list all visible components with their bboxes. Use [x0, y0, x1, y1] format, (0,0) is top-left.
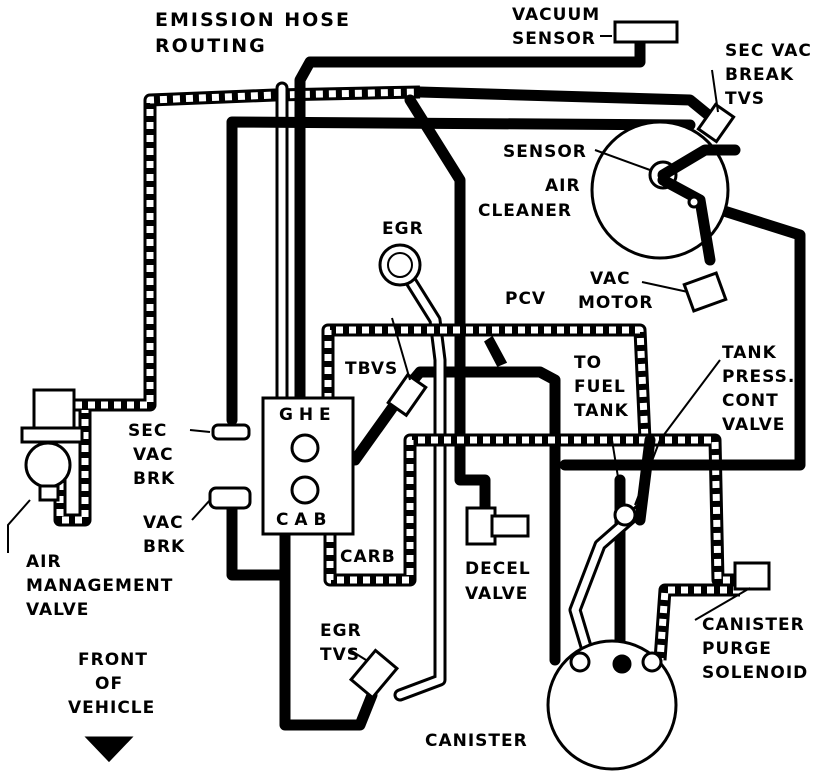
label-tbvs: TBVS: [345, 359, 398, 379]
label-vac-brk-1: VAC: [143, 513, 184, 533]
label-egr-tvs-1: EGR: [320, 621, 362, 641]
label-pcv: PCV: [505, 289, 546, 309]
egr-valve-inner: [387, 252, 413, 278]
leader-tbvs: [391, 317, 411, 381]
label-sensor: SENSOR: [503, 142, 587, 162]
label-decel-valve-1: DECEL: [465, 559, 531, 579]
label-sec-vac-brk-2: VAC: [133, 445, 174, 465]
carburetor-block: [261, 396, 355, 536]
label-tank-press-1: TANK: [722, 343, 777, 363]
leader-fuel-tank: [611, 439, 623, 503]
label-sec-vac-brk-1: SEC: [128, 421, 167, 441]
carb-ports-bottom: C A B: [276, 510, 326, 530]
label-decel-valve-2: VALVE: [465, 584, 528, 604]
hose-top-rail: [414, 86, 718, 124]
leader-vac-motor: [641, 281, 689, 293]
air-management-valve-body: [24, 441, 72, 489]
hose-air-management-loop: [53, 410, 92, 527]
canister-port-2: [612, 654, 632, 674]
canister-icon: [546, 639, 678, 771]
label-air-management-3: VALVE: [26, 600, 89, 620]
vac-motor-icon: [682, 271, 728, 313]
canister-port-1: [569, 651, 591, 673]
leader-sec-vac-break-tvs: [711, 69, 719, 113]
air-management-valve-flange: [20, 426, 84, 444]
air-cleaner-port: [687, 195, 701, 209]
sec-vac-break-tvs-icon: [696, 102, 736, 144]
canister-port-3: [641, 651, 663, 673]
label-vacuum-sensor-2: SENSOR: [512, 29, 596, 49]
decel-valve-outlet: [490, 514, 530, 538]
title-line-2: ROUTING: [155, 35, 267, 57]
egr-tvs-icon: [348, 648, 400, 700]
carb-ports-top: G H E: [279, 405, 331, 425]
leader-air-management: [7, 499, 31, 553]
hose-vacuum-sensor: [294, 32, 646, 406]
label-to-fuel-tank-2: FUEL: [574, 377, 626, 397]
air-management-valve-top: [32, 388, 76, 432]
label-vac-brk-2: BRK: [143, 537, 185, 557]
label-air-cleaner-2: CLEANER: [478, 201, 572, 221]
canister-purge-solenoid-icon: [733, 561, 771, 591]
label-sec-vac-break-tvs-3: TVS: [725, 89, 765, 109]
label-front-1: FRONT: [78, 650, 148, 670]
hose-sec-vac-brk: [226, 116, 696, 426]
air-management-valve-outlet: [38, 484, 60, 502]
label-sec-vac-break-tvs-2: BREAK: [725, 65, 794, 85]
label-purge-solenoid-1: CANISTER: [702, 615, 805, 635]
sensor-arm: [657, 144, 741, 181]
label-tank-press-3: CONT: [722, 391, 779, 411]
label-purge-solenoid-2: PURGE: [702, 639, 772, 659]
label-canister: CANISTER: [425, 731, 528, 751]
hose-carb: [323, 433, 735, 587]
label-vac-motor-2: MOTOR: [578, 293, 654, 313]
label-air-cleaner-1: AIR: [545, 176, 581, 196]
leader-tank-press: [634, 359, 721, 506]
label-purge-solenoid-3: SOLENOID: [702, 663, 808, 683]
leader-sec-vac-brk: [189, 429, 211, 433]
label-carb: CARB: [340, 547, 396, 567]
pcv-valve-icon: [484, 335, 508, 367]
vacuum-sensor-box: [613, 20, 679, 44]
leader-vac-brk: [191, 499, 211, 521]
label-to-fuel-tank-1: TO: [574, 353, 602, 373]
carb-port-upper: [290, 433, 320, 463]
label-sec-vac-break-tvs-1: SEC VAC: [725, 41, 812, 61]
leader-egr-tvs: [349, 649, 367, 661]
label-egr: EGR: [382, 219, 424, 239]
label-vacuum-sensor-1: VACUUM: [512, 5, 600, 25]
carb-port-lower: [290, 475, 320, 505]
vac-brk-icon: [208, 486, 252, 510]
label-tank-press-4: VALVE: [722, 415, 785, 435]
label-sec-vac-brk-3: BRK: [133, 469, 175, 489]
hose-purge: [653, 583, 740, 661]
hose-pcv: [321, 323, 652, 441]
hose-air-management-to-top: [75, 85, 421, 412]
label-tank-press-2: PRESS.: [722, 367, 795, 387]
hose-tbvs-decel: [404, 94, 491, 516]
label-air-management-1: AIR: [26, 552, 62, 572]
label-egr-tvs-2: TVS: [320, 645, 360, 665]
leader-purge-solenoid: [694, 587, 751, 621]
leader-sensor: [594, 149, 651, 171]
hose-carb-egr-tvs: [279, 529, 378, 731]
hose-egr: [393, 273, 447, 702]
label-to-fuel-tank-3: TANK: [574, 401, 629, 421]
label-vac-motor-1: VAC: [590, 269, 631, 289]
egr-valve-icon: [378, 243, 422, 287]
label-air-management-2: MANAGEMENT: [26, 576, 173, 596]
label-front-2: OF: [95, 674, 123, 694]
title-line-1: EMISSION HOSE: [155, 9, 351, 31]
front-arrow-icon: [84, 736, 134, 763]
label-front-3: VEHICLE: [68, 698, 155, 718]
hose-vac-motor: [559, 199, 806, 471]
tbvs-icon: [386, 372, 428, 418]
hose-tank-press: [568, 503, 647, 667]
sec-vac-brk-icon: [211, 423, 251, 441]
tank-press-cont-valve-icon: [613, 503, 637, 527]
